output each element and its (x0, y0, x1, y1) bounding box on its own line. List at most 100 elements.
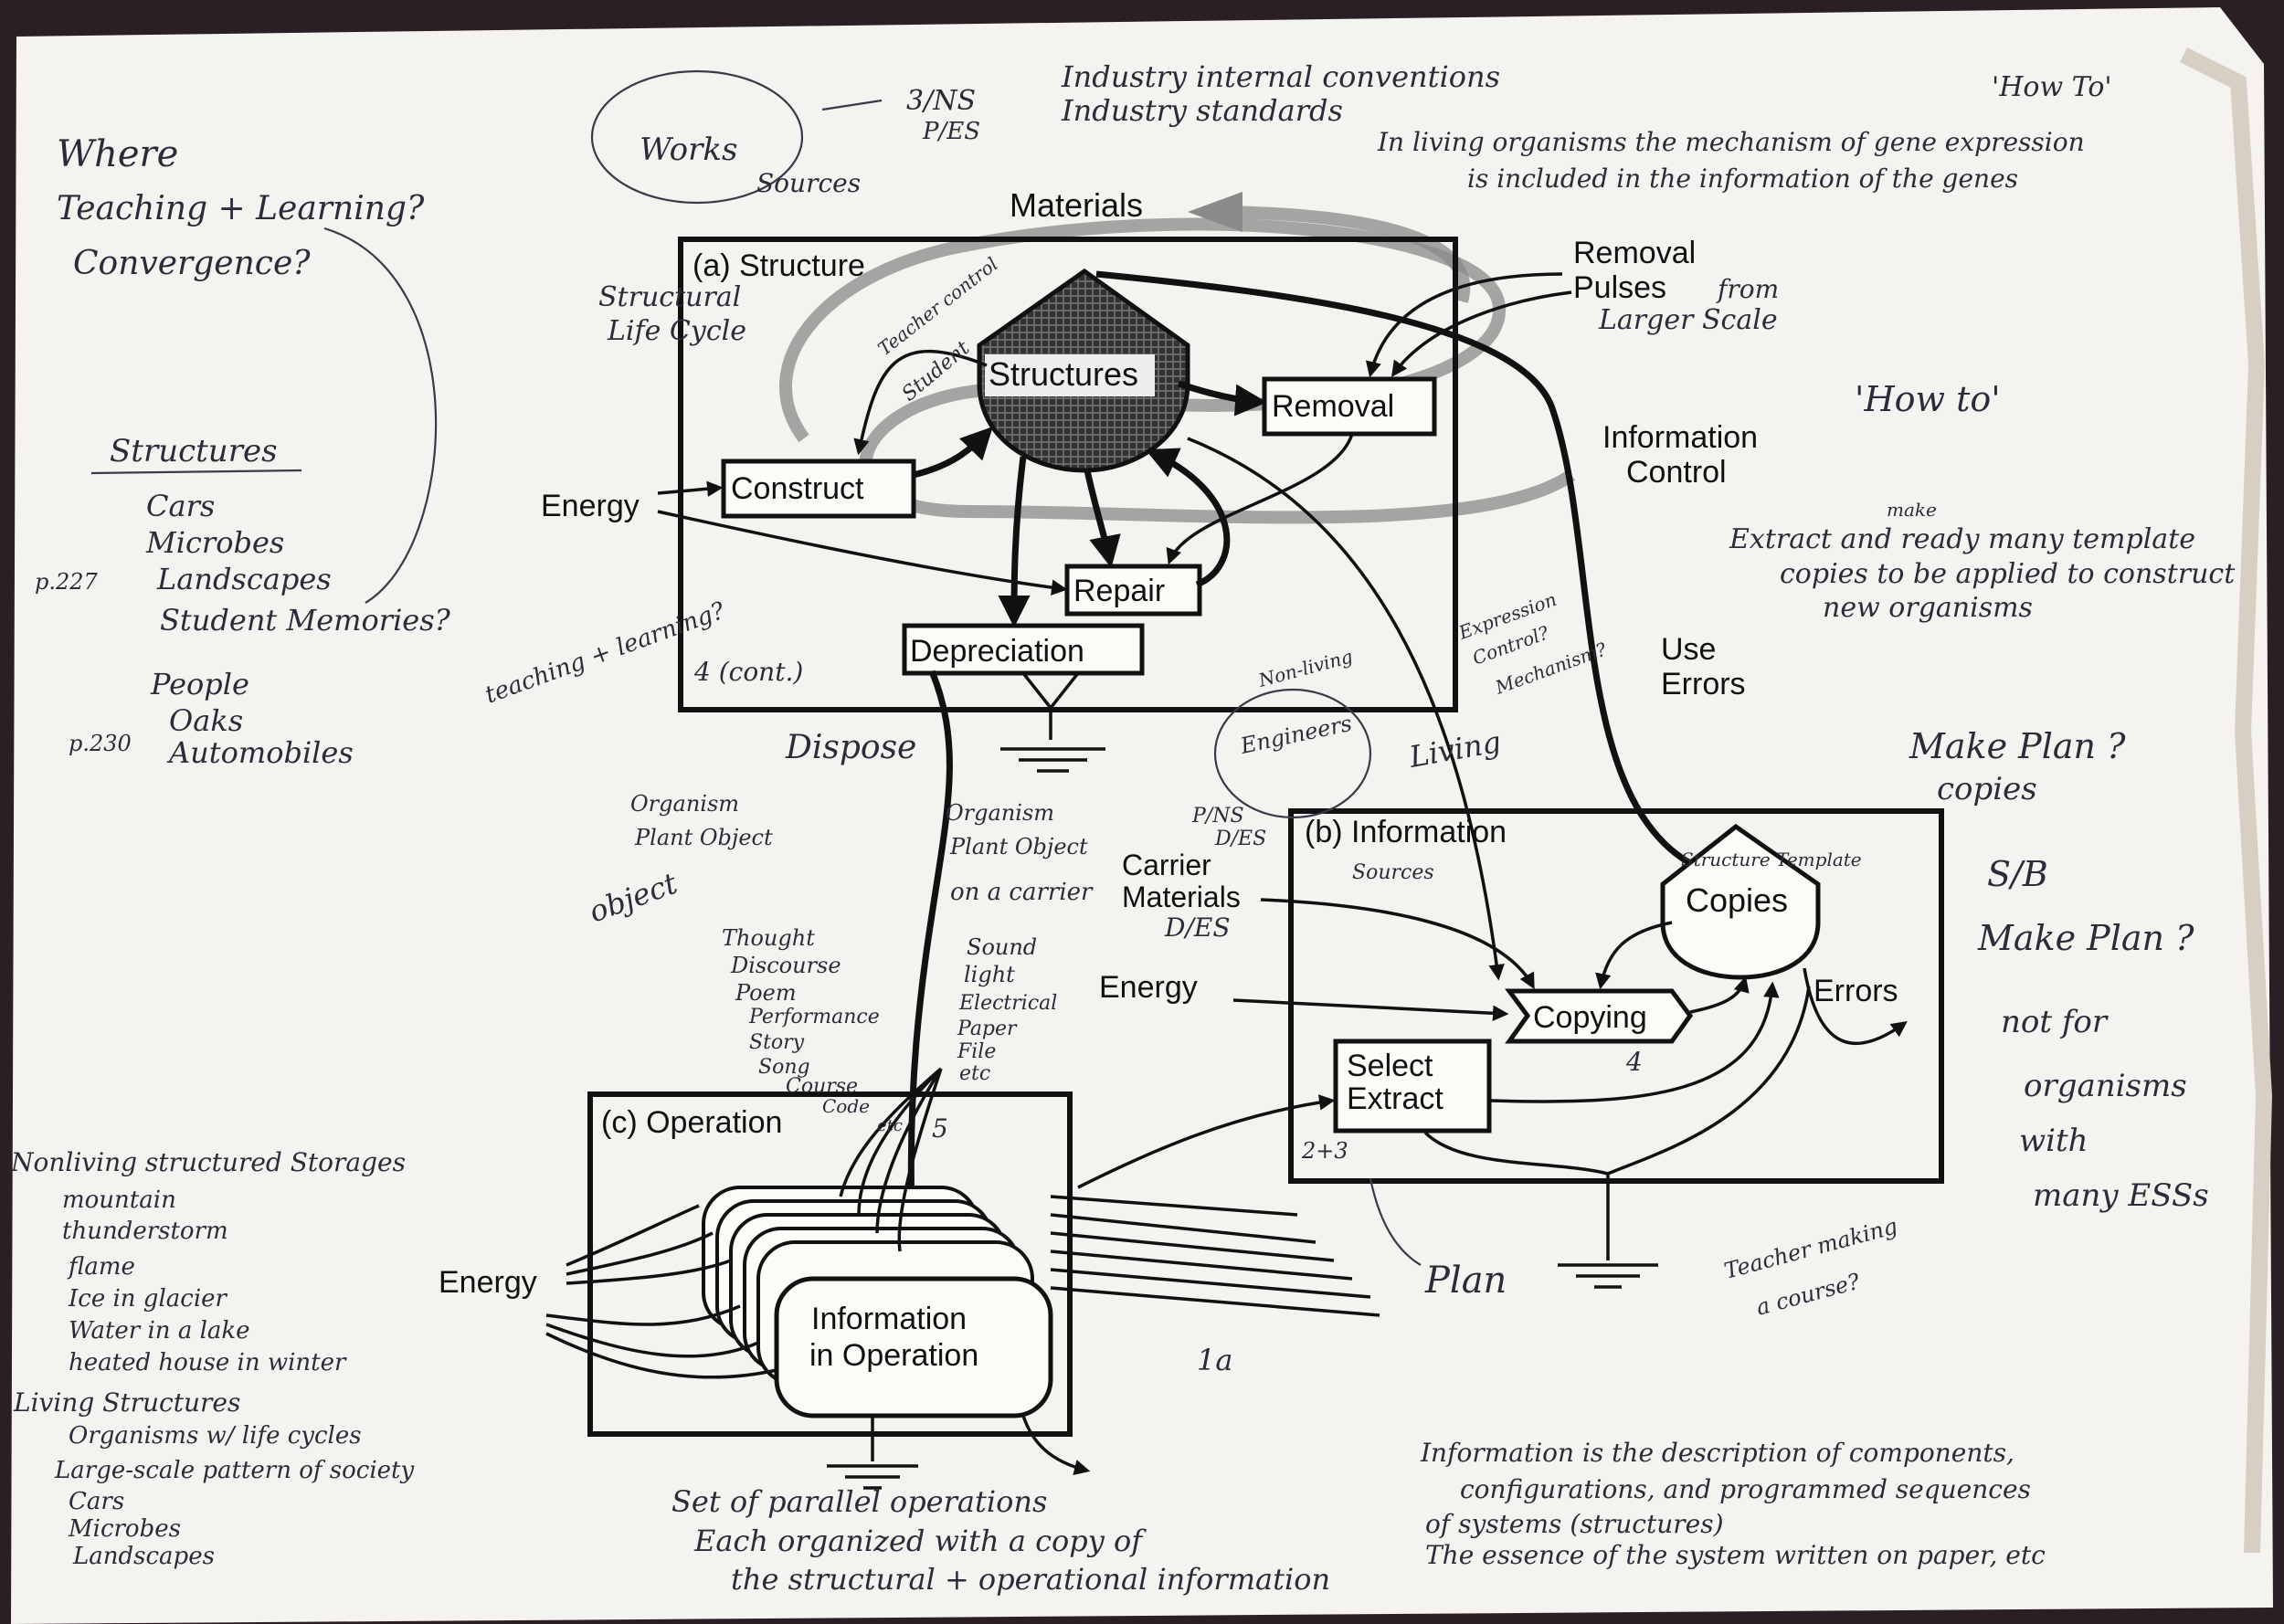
sb-2: Make Plan ? (1977, 918, 2194, 958)
structures-head: Structures (110, 433, 278, 469)
two-three: 2+3 (1301, 1138, 1348, 1164)
nonliving-item-3: Ice in glacier (68, 1285, 228, 1313)
arrow-energy-construct (657, 480, 724, 497)
paper-tear-edge (2179, 47, 2273, 1554)
not-for-3: many ESSs (2033, 1177, 2209, 1214)
count-top: 3/NS (906, 85, 976, 117)
removal-box (1262, 376, 1437, 437)
structure-frame (678, 237, 1458, 712)
plan-line (1369, 1177, 1422, 1266)
industry-1: Industry internal conventions (1061, 59, 1500, 94)
structures-label-bg (985, 354, 1155, 396)
construct-label: Construct (731, 471, 864, 506)
errors-label: Errors (1813, 974, 1898, 1008)
howto-right: 'How to' (1855, 379, 2001, 419)
living-head: Living Structures (13, 1387, 240, 1418)
living-item-1: Large-scale pattern of society (54, 1457, 414, 1484)
arrow-repair-structures (1145, 448, 1231, 588)
use-label-1: Use (1661, 632, 1716, 667)
arrow-b-sink (1423, 986, 1811, 1260)
structures-item-4: People (150, 667, 249, 701)
p227: p.227 (35, 569, 99, 595)
structural-1: Structural (598, 281, 741, 313)
use-label-2: Errors (1661, 667, 1746, 701)
arrow-structures-info (1187, 437, 1505, 981)
living-item-0: Organisms w/ life cycles (69, 1422, 362, 1450)
select-extract-box (1333, 1039, 1492, 1134)
extract-label: Extract (1347, 1081, 1443, 1116)
one-a: 1a (1197, 1343, 1232, 1377)
dash-works (821, 99, 883, 111)
howto-top: 'How To' (1992, 71, 2112, 103)
structures-item-2: Landscapes (156, 562, 332, 596)
media-left-1: Discourse (730, 953, 841, 978)
materials-label: Materials (1010, 186, 1143, 224)
media-left-2: Poem (735, 980, 797, 1006)
media-right-1: light (964, 962, 1015, 987)
make-plan-2: copies (1937, 771, 2037, 807)
plan: Plan (1424, 1260, 1507, 1302)
info-operation-2: in Operation (809, 1338, 978, 1373)
p230: p.230 (69, 731, 132, 756)
depreciation-box (902, 623, 1145, 676)
energy-a-label: Energy (541, 489, 640, 523)
parallel-2: Each organized with a copy of (693, 1524, 1147, 1558)
info-def-2: configurations, and programmed sequences (1460, 1474, 2031, 1504)
arrow-operation-out (1021, 1415, 1091, 1476)
media-left-5: Song (758, 1056, 810, 1079)
nonliving-item-4: Water in a lake (69, 1317, 250, 1345)
nonliving-item-0: mountain (62, 1186, 176, 1214)
information-frame (1288, 808, 1944, 1184)
media-right-5: etc (959, 1062, 990, 1085)
nonliving-head: Nonliving structured Storages (10, 1147, 406, 1177)
gene-3: is included in the information of the ge… (1467, 163, 2018, 194)
arrow-energy-copying (1232, 998, 1509, 1022)
extract-1: Extract and ready many template (1729, 523, 2195, 555)
on-carrier: on a carrier (950, 879, 1094, 906)
info-operation-1: Information (811, 1302, 967, 1336)
larger-scale: Larger Scale (1598, 304, 1778, 336)
arrow-structures-repair (1084, 469, 1121, 568)
structures-item-1: Microbes (145, 525, 284, 560)
arrow-removal-pulses (1365, 272, 1563, 378)
structures-item-6: Automobiles (166, 735, 354, 770)
extract-2: copies to be applied to construct (1780, 558, 2236, 590)
structures-item-3: Student Memories? (160, 603, 451, 638)
media-left-3: Performance (748, 1006, 880, 1028)
copying-label: Copying (1533, 1000, 1647, 1035)
works: Works (640, 132, 737, 168)
arrow-removal-pulses-2 (1390, 290, 1572, 377)
information-title: (b) Information (1305, 815, 1507, 849)
organism-left-2: Plant Object (634, 825, 773, 850)
arrow-copies-errors (1803, 967, 1908, 1045)
media-right-2: Electrical (958, 992, 1057, 1015)
operation-title: (c) Operation (601, 1105, 782, 1140)
sources-b: Sources (1352, 861, 1434, 884)
structures-item-0: Cars (146, 489, 215, 523)
arrow-energy-repair (657, 510, 1068, 596)
heat-sink-a (1000, 747, 1105, 773)
organism-right-2: Plant Object (949, 834, 1088, 859)
works-circle (590, 69, 804, 205)
not-for-2: with (2019, 1123, 2088, 1159)
arrow-structures-depreciation (998, 456, 1031, 627)
removal-label: Removal (1272, 389, 1394, 424)
heat-sink-c (827, 1416, 918, 1490)
info-def-1: Information is the description of compon… (1420, 1438, 2014, 1468)
arrow-construct-structures (913, 426, 993, 479)
construct-box (721, 459, 916, 519)
industry-2: Industry standards (1061, 93, 1343, 128)
not-for-0: not for (2001, 1004, 2109, 1040)
copying-valve (1505, 988, 1694, 1044)
carrier-label-1: Carrier (1122, 849, 1211, 881)
structure-title: (a) Structure (693, 248, 865, 283)
media-right-3: Paper (957, 1018, 1018, 1040)
info-control-1: Information (1602, 420, 1758, 455)
sb-1: S/B (1987, 854, 2048, 894)
repair-label: Repair (1073, 574, 1165, 608)
from-larger: from (1716, 274, 1779, 304)
dispose: Dispose (785, 729, 916, 766)
media-right-0: Sound (967, 934, 1037, 960)
carrier-des: D/ES (1164, 912, 1231, 943)
